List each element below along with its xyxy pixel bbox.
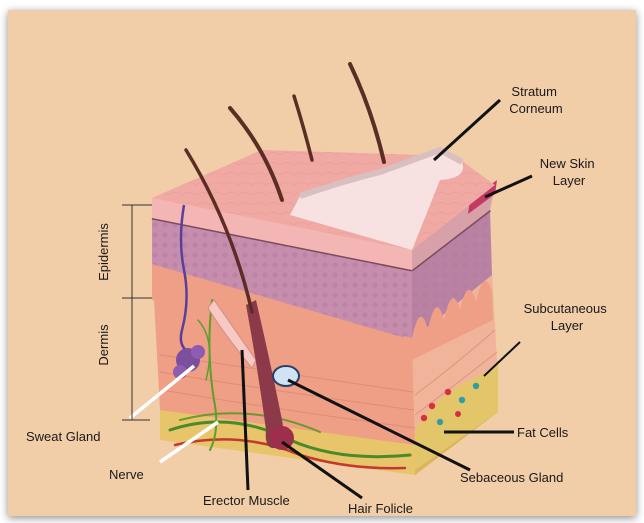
label-fat-cells: Fat Cells	[517, 425, 569, 440]
label-sweat-gland: Sweat Gland	[26, 429, 100, 444]
hair-2	[294, 96, 312, 160]
label-new-skin-layer: New Skin Layer	[540, 156, 599, 188]
skin-block	[152, 150, 498, 475]
label-stratum-corneum: Stratum Corneum	[509, 84, 562, 116]
label-hair-folicle: Hair Folicle	[348, 501, 413, 516]
label-subcutaneous-layer: Subcutaneous Layer	[524, 301, 611, 333]
label-nerve: Nerve	[109, 467, 144, 482]
leader-stratum-corneum	[434, 100, 500, 160]
hair-3	[350, 64, 384, 162]
label-erector-muscle: Erector Muscle	[203, 493, 290, 508]
label-sebaceous-gland: Sebaceous Gland	[460, 470, 563, 485]
layer-brackets	[122, 205, 152, 420]
label-epidermis: Epidermis	[96, 223, 111, 281]
label-dermis: Dermis	[96, 324, 111, 366]
